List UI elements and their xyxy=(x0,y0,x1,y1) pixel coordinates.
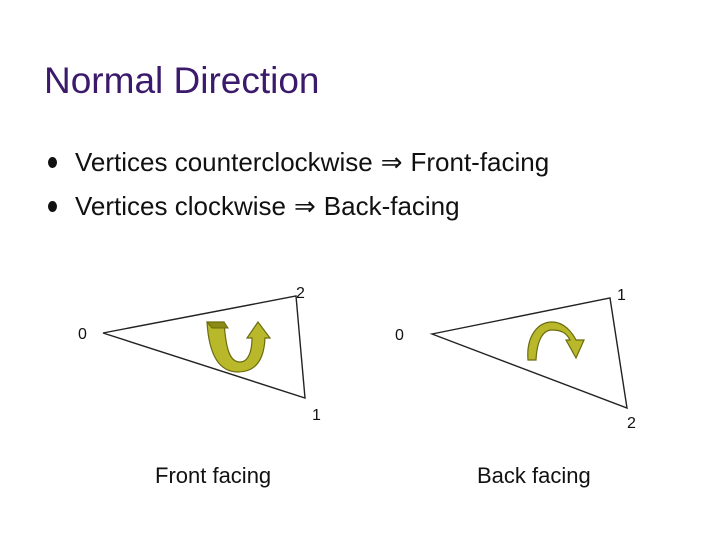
implies-arrow-icon: ⇒ xyxy=(380,146,403,177)
bullet-tail-text: Front-facing xyxy=(410,146,550,177)
front-vertex-2-label: 2 xyxy=(296,285,305,302)
slide-title: Normal Direction xyxy=(44,60,320,101)
implies-arrow-icon: ⇒ xyxy=(293,190,316,221)
bullet-item-back: Vertices clockwise ⇒ Back-facing xyxy=(48,184,549,228)
back-vertex-0-label: 0 xyxy=(395,327,404,344)
bullet-dot-icon xyxy=(48,200,57,212)
front-vertex-1-label: 1 xyxy=(312,407,321,424)
counterclockwise-arrow-icon xyxy=(205,320,272,373)
bullet-tail-text: Back-facing xyxy=(323,190,460,221)
front-facing-caption: Front facing xyxy=(155,463,271,488)
clockwise-arrow-icon xyxy=(527,321,585,361)
front-vertex-0-label: 0 xyxy=(78,326,87,343)
back-vertex-1-label: 1 xyxy=(617,287,626,304)
bullet-lead-text: Vertices counterclockwise xyxy=(75,146,373,177)
bullet-dot-icon xyxy=(48,156,57,168)
front-facing-triangle xyxy=(102,295,306,399)
bullet-list: Vertices counterclockwise ⇒ Front-facing… xyxy=(48,140,549,228)
bullet-lead-text: Vertices clockwise xyxy=(75,190,286,221)
back-vertex-2-label: 2 xyxy=(627,415,636,432)
bullet-item-front: Vertices counterclockwise ⇒ Front-facing xyxy=(48,140,549,184)
back-facing-caption: Back facing xyxy=(477,463,591,488)
